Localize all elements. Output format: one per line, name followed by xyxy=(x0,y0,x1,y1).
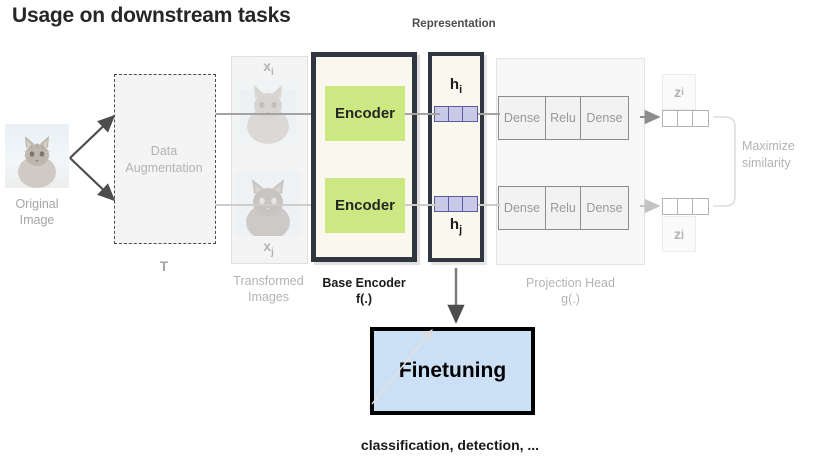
representation-label: Representation xyxy=(412,18,496,30)
zi-subscript: i xyxy=(681,86,684,98)
relu-layer: Relu xyxy=(546,187,581,229)
maximize-similarity-label: Maximize similarity xyxy=(742,138,826,172)
hi-base: h xyxy=(449,76,460,93)
zi-base: z xyxy=(674,84,682,100)
transformed-image-bottom xyxy=(236,172,300,236)
transformed-caption-line1: Transformed xyxy=(233,274,304,288)
transformed-xi-label: xi xyxy=(231,58,306,78)
zj-vector xyxy=(662,198,709,215)
vector-cell xyxy=(663,199,678,214)
hj-subscript: j xyxy=(459,224,463,236)
original-image-caption: Original Image xyxy=(0,196,74,228)
similarity-bracket xyxy=(713,116,736,207)
base-encoder-caption-line1: Base Encoder xyxy=(322,276,406,290)
base-encoder-caption: Base Encoder f(.) xyxy=(311,275,417,307)
transformed-xj-label: xj xyxy=(231,238,306,258)
cat-photo-crop-icon xyxy=(236,80,300,144)
original-image-thumbnail xyxy=(5,124,69,188)
vector-cell xyxy=(449,107,463,121)
projection-row-top: Dense Relu Dense xyxy=(498,96,629,140)
zj-subscript: j xyxy=(681,228,684,240)
hj-base: h xyxy=(449,216,460,233)
transformed-image-top xyxy=(236,80,300,144)
cat-photo-crop-icon xyxy=(236,172,300,236)
zj-base: z xyxy=(674,226,682,242)
xi-subscript: i xyxy=(270,66,274,78)
zi-vector xyxy=(662,110,709,127)
vector-cell xyxy=(678,199,693,214)
projection-caption-line2: g(.) xyxy=(561,292,580,306)
projection-head-caption: Projection Head g(.) xyxy=(496,275,645,307)
transformed-images-box xyxy=(231,56,308,264)
similarity-line1: Maximize xyxy=(742,139,795,153)
projection-row-bottom: Dense Relu Dense xyxy=(498,186,629,230)
vector-cell xyxy=(678,111,693,126)
augmentation-symbol: T xyxy=(159,258,169,274)
dense-layer: Dense xyxy=(586,111,623,125)
data-augmentation-label: Data Augmentation xyxy=(114,143,214,177)
relu-layer: Relu xyxy=(546,97,581,139)
arrow-original-to-aug-bottom xyxy=(69,157,116,202)
xj-base: x xyxy=(263,238,271,254)
encoder-block-top: Encoder xyxy=(325,86,405,141)
vector-cell xyxy=(463,107,477,121)
original-caption-line2: Image xyxy=(19,213,55,227)
aug-label-line1: Data xyxy=(150,144,178,158)
representation-vector-top xyxy=(434,106,478,122)
projection-caption-line1: Projection Head xyxy=(526,276,615,290)
transformed-images-caption: Transformed Images xyxy=(216,273,321,305)
xj-subscript: j xyxy=(270,246,274,258)
xi-base: x xyxy=(263,58,271,74)
encoder-block-bottom: Encoder xyxy=(325,178,405,233)
vector-cell xyxy=(449,197,463,211)
projection-head-box xyxy=(496,58,645,265)
representation-hi-label: hi xyxy=(428,76,484,96)
vector-cell xyxy=(663,111,678,126)
vector-cell xyxy=(435,107,449,121)
similarity-line2: similarity xyxy=(742,156,791,170)
vector-cell xyxy=(693,111,708,126)
vector-cell xyxy=(435,197,449,211)
representation-vector-bottom xyxy=(434,196,478,212)
representation-box xyxy=(428,52,484,262)
finetuning-caption: classification, detection, ... xyxy=(360,437,540,453)
transformed-caption-line2: Images xyxy=(248,290,289,304)
dense-layer: Dense xyxy=(499,97,546,139)
aug-label-line2: Augmentation xyxy=(125,161,203,175)
base-encoder-caption-line2: f(.) xyxy=(356,292,372,306)
page-title: Usage on downstream tasks xyxy=(12,4,291,27)
original-caption-line1: Original xyxy=(15,197,59,211)
vector-cell xyxy=(463,197,477,211)
finetuning-label: Finetuning xyxy=(398,359,507,382)
cat-photo-icon xyxy=(5,124,69,188)
data-augmentation-box xyxy=(114,74,216,244)
vector-cell xyxy=(693,199,708,214)
dense-layer: Dense xyxy=(499,187,546,229)
arrow-original-to-aug-top xyxy=(69,114,116,159)
representation-hj-label: hj xyxy=(428,216,484,236)
dense-layer: Dense xyxy=(586,201,623,215)
hi-subscript: i xyxy=(459,84,463,96)
finetuning-box: Finetuning xyxy=(370,327,535,415)
